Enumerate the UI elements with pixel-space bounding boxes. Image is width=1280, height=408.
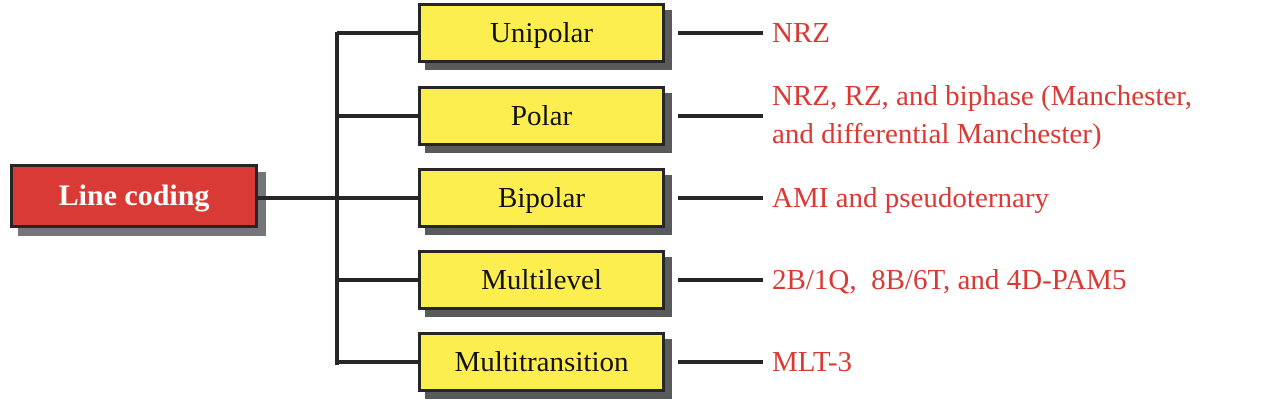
scheme-label-bipolar: AMI and pseudoternary (772, 182, 1050, 214)
category-label: Multitransition (454, 345, 629, 378)
category-node-polar: Polar (418, 86, 665, 146)
scheme-label-multilevel: 2B/1Q, 8B/6T, and 4D-PAM5 (772, 264, 1127, 296)
branch-line-right-bipolar (678, 196, 763, 200)
root-node-line-coding: Line coding (10, 164, 258, 228)
scheme-label-unipolar: NRZ (772, 17, 830, 49)
scheme-label-polar: NRZ, RZ, and biphase (Manchester, and di… (772, 80, 1193, 150)
branch-line-right-unipolar (678, 31, 763, 35)
branch-line-right-multilevel (678, 278, 763, 282)
category-label: Unipolar (489, 16, 594, 49)
category-node-multilevel: Multilevel (418, 250, 665, 310)
category-node-bipolar: Bipolar (418, 168, 665, 228)
branch-line-right-polar (678, 114, 763, 118)
branch-line-left-multitransition (337, 360, 418, 364)
branch-line-left-bipolar (258, 196, 418, 200)
branch-line-left-unipolar (337, 31, 418, 35)
root-node-label: Line coding (58, 179, 210, 212)
scheme-label-multitransition: MLT-3 (772, 346, 853, 378)
branch-line-right-multitransition (678, 360, 763, 364)
category-label: Multilevel (481, 263, 602, 296)
branch-line-left-multilevel (337, 278, 418, 282)
category-label: Polar (510, 99, 573, 132)
branch-line-left-polar (337, 114, 418, 118)
category-label: Bipolar (498, 181, 585, 214)
category-node-multitransition: Multitransition (418, 332, 665, 392)
category-node-unipolar: Unipolar (418, 3, 665, 63)
